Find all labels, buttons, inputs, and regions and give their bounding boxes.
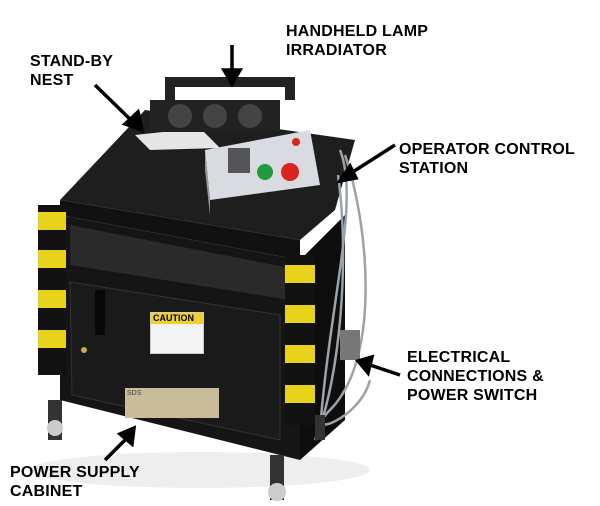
cart-top-edge [60,200,300,260]
label-line: POWER SUPPLY [10,464,140,481]
label-line: CABINET [10,483,83,500]
label-power-supply: POWER SUPPLY CABINET [10,463,140,501]
callout-arrows [93,45,401,462]
caution-sign-text: CAUTION [151,313,203,324]
caution-sign: CAUTION [150,312,204,354]
green-button [257,164,273,180]
label-electrical: ELECTRICAL CONNECTIONS & POWER SWITCH [407,348,544,405]
label-line: OPERATOR CONTROL [399,141,575,158]
hazard-bumper-right [285,255,315,425]
hazard-bumper-left [38,205,66,375]
label-operator-control: OPERATOR CONTROL STATION [399,140,575,178]
manufacturer-nameplate: SDS [125,388,219,418]
handheld-lamp [150,77,295,132]
label-line: CONNECTIONS & [407,368,544,385]
red-button [281,163,299,181]
label-handheld-lamp: HANDHELD LAMP IRRADIATOR [286,22,428,60]
wheels [47,400,325,501]
label-line: ELECTRICAL [407,349,511,366]
open-shelf [70,225,290,300]
label-line: STAND-BY [30,53,114,70]
label-line: HANDHELD LAMP [286,23,429,40]
control-station [205,130,320,215]
label-line: IRRADIATOR [286,42,387,59]
label-line: STATION [399,160,469,177]
label-line: NEST [30,72,74,89]
floor-shadow [30,452,370,488]
standby-nest [135,128,220,150]
power-connector [340,330,360,360]
label-line: POWER SWITCH [407,387,538,404]
cabinet-door [69,281,281,441]
label-standby-nest: STAND-BY NEST [30,52,113,90]
door-handle [95,290,105,335]
door-lock [81,347,87,353]
